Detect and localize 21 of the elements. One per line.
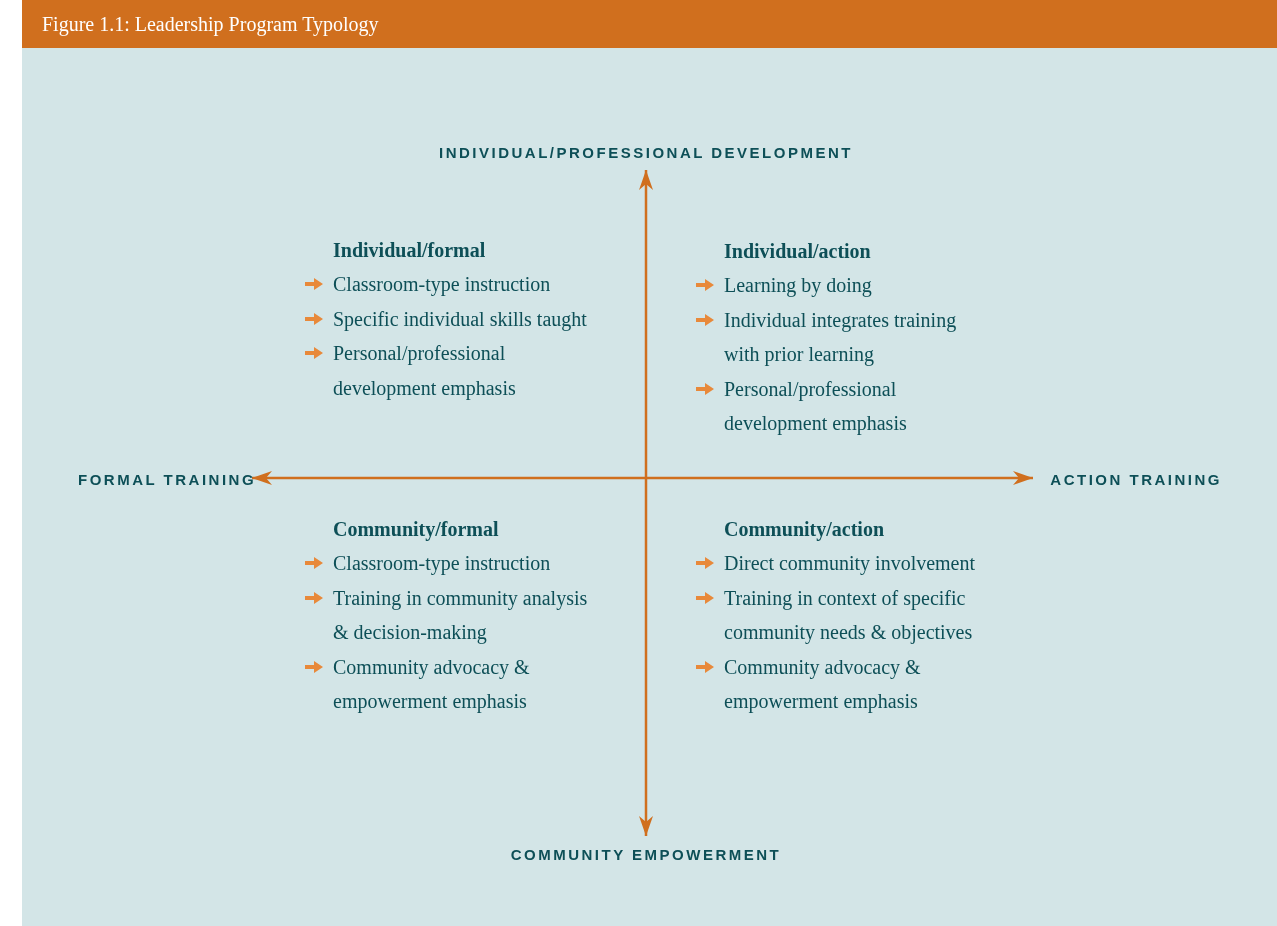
bullet-text: Community advocacy & empowerment emphasis [724, 654, 922, 715]
quadrant-heading: Individual/action [724, 239, 871, 264]
axis-label: INDIVIDUAL/PROFESSIONAL DEVELOPMENT [439, 143, 853, 161]
bullet-text: Classroom-type instruction [333, 272, 552, 298]
bullet-text: Personal/professional development emphasis [333, 341, 517, 402]
quadrant-heading: Community/formal [333, 517, 499, 543]
bullet-text: Training in community analysis & decision-making [333, 585, 589, 646]
bullet-text: Personal/professional development emphasis [724, 376, 908, 437]
bullet-text: Learning by doing [724, 273, 873, 299]
axis-label: FORMAL TRAINING [78, 470, 257, 488]
bullet-text: Training in context of specific community needs & objectives [724, 585, 974, 646]
bullet-text: Classroom-type instruction [333, 551, 552, 577]
quadrant-heading: Individual/formal [333, 238, 486, 263]
bullet-text: Direct community involvement [724, 551, 977, 577]
axis-label: ACTION TRAINING [1050, 470, 1222, 488]
axis-label: COMMUNITY EMPOWERMENT [510, 845, 782, 863]
quadrant-heading: Community/action [724, 517, 884, 543]
bullet-text: Individual integrates training with prior learning [724, 307, 958, 368]
bullet-text: Community advocacy & empowerment emphasis [333, 654, 531, 715]
figure-title: Figure 1.1: Leadership Program Typology [42, 13, 379, 36]
bullet-text: Specific individual skills taught [333, 306, 588, 333]
